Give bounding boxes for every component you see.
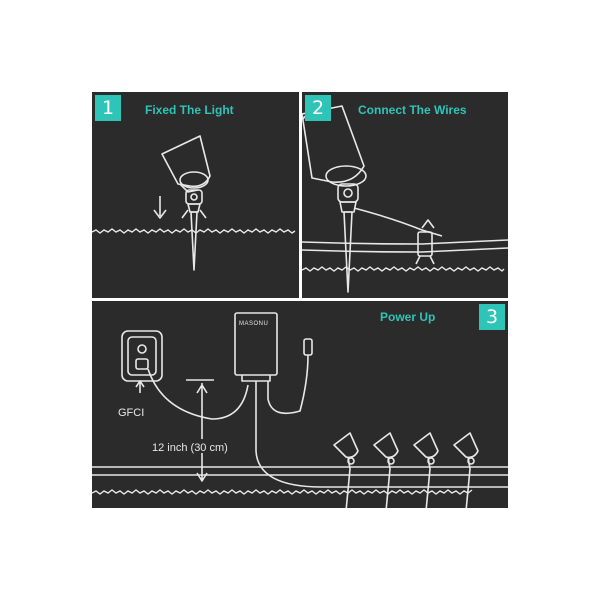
gfci-outlet-icon [121,330,163,382]
panel-fixed-the-light: 1 Fixed The Light [92,92,299,298]
step3-illustration [92,312,508,508]
step-title: Power Up [380,310,436,324]
grass-line [92,228,296,234]
sensor-cable [267,354,309,415]
spotlight-icon [333,432,359,508]
gfci-label: GFCI [118,407,145,419]
spotlight-icon [453,432,479,508]
panel-connect-the-wires: 2 Connect The Wires [302,92,508,298]
spotlight-icon [373,432,399,508]
wire-connector-icon [417,231,433,257]
step-number-badge: 1 [95,95,121,121]
panel-power-up: 3 Power Up GFCI 12 inch (30 cm) MASONU [92,301,508,508]
main-cable [302,239,508,245]
height-label: 12 inch (30 cm) [152,442,228,454]
spotlight-head-icon [161,135,211,188]
step-number-badge: 2 [305,95,331,121]
step2-illustration [302,101,508,293]
transformer-brand-label: MASONU [239,321,269,327]
spotlight-icon [413,432,439,508]
photocell-sensor-icon [303,338,313,356]
ground-stake-icon [190,211,198,271]
gfci-arrow [135,380,145,393]
light-wire [353,207,443,237]
step-title: Fixed The Light [145,103,234,117]
output-cable [255,381,508,488]
grass-line [92,489,473,495]
step1-illustration [92,135,296,271]
power-cord [147,368,249,420]
step-number-badge: 3 [479,304,505,330]
spotlight-head-icon [302,105,365,183]
plug-icon [135,358,149,370]
step-title: Connect The Wires [358,103,467,117]
transformer-icon [234,312,278,376]
grass-line [302,266,505,272]
